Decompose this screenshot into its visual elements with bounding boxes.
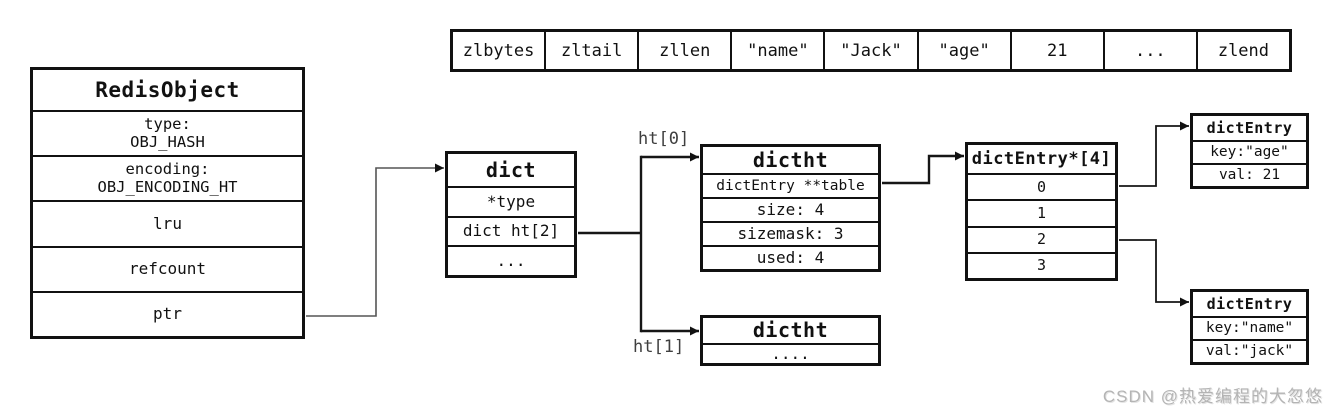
dictht-bottom-box: dictht .... (700, 315, 881, 366)
dictht-top-row-sizemask: sizemask: 3 (703, 221, 878, 245)
ptr-to-dict-arrow (306, 163, 444, 317)
redis-object-title: RedisObject (95, 78, 240, 102)
ziplist-cell-zlend: zlend (1195, 32, 1289, 69)
dictht-bottom-title: dictht (752, 318, 829, 343)
dictht-top-row-used: used: 4 (703, 245, 878, 269)
dictht-top-box: dictht dictEntry **table size: 4 sizemas… (700, 144, 881, 272)
dict-entry-name-key: key:"name" (1193, 316, 1306, 339)
slot0-to-age-arrow (1119, 121, 1189, 187)
dict-box: dict *type dict ht[2] ... (445, 151, 577, 278)
dict-entry-age-val: val: 21 (1193, 163, 1306, 186)
redis-object-row-type: type: OBJ_HASH (33, 110, 302, 155)
dict-row-ellipsis: ... (448, 245, 574, 275)
redis-object-row-ptr: ptr (33, 290, 302, 336)
redis-object-row-refcount: refcount (33, 245, 302, 291)
dictht-top-row-size: size: 4 (703, 197, 878, 221)
dictht-bottom-row-ellipsis: .... (703, 342, 878, 363)
dict-entry-array-slot-1: 1 (968, 199, 1115, 225)
dict-title: dict (485, 158, 537, 182)
dict-entry-array-slot-2: 2 (968, 225, 1115, 252)
dictht-top-title: dictht (752, 148, 829, 172)
ziplist-cell-jack: "Jack" (823, 32, 916, 69)
csdn-watermark: CSDN @热爱编程的大忽悠 (1102, 387, 1323, 406)
dict-entry-array-slot-3: 3 (968, 251, 1115, 278)
dict-entry-age-title: dictEntry (1206, 119, 1293, 137)
dict-entry-array-slot-0: 0 (968, 173, 1115, 199)
dict-entry-age-box: dictEntry key:"age" val: 21 (1190, 113, 1309, 189)
redis-object-row-encoding: encoding: OBJ_ENCODING_HT (33, 155, 302, 200)
ziplist-cell-ellipsis: ... (1102, 32, 1196, 69)
dictht-top-row-table: dictEntry **table (703, 173, 878, 197)
slot2-to-name-arrow (1119, 239, 1189, 307)
redis-object-box: RedisObject type: OBJ_HASH encoding: OBJ… (30, 67, 305, 339)
ziplist-cell-zllen: zllen (637, 32, 730, 69)
table-to-array-arrow (882, 151, 964, 185)
dict-row-type: *type (448, 186, 574, 216)
ht1-label: ht[1] (633, 337, 685, 357)
dict-entry-name-box: dictEntry key:"name" val:"jack" (1190, 289, 1309, 365)
ziplist-strip: zlbytes zltail zllen "name" "Jack" "age"… (450, 29, 1292, 72)
ziplist-cell-21: 21 (1009, 32, 1103, 69)
dict-row-ht2: dict ht[2] (448, 215, 574, 246)
dict-entry-array-box: dictEntry*[4] 0 1 2 3 (965, 142, 1118, 281)
ziplist-cell-zlbytes: zlbytes (462, 40, 535, 61)
dict-entry-name-title: dictEntry (1206, 295, 1293, 313)
ziplist-cell-zltail: zltail (544, 32, 637, 69)
dict-entry-array-title: dictEntry*[4] (971, 149, 1112, 169)
ziplist-cell-age: "age" (916, 32, 1010, 69)
ziplist-cell-name: "name" (730, 32, 823, 69)
ht0-label: ht[0] (638, 129, 690, 149)
dict-entry-name-val: val:"jack" (1193, 339, 1306, 362)
redis-object-row-lru: lru (33, 200, 302, 245)
dict-entry-age-key: key:"age" (1193, 140, 1306, 163)
